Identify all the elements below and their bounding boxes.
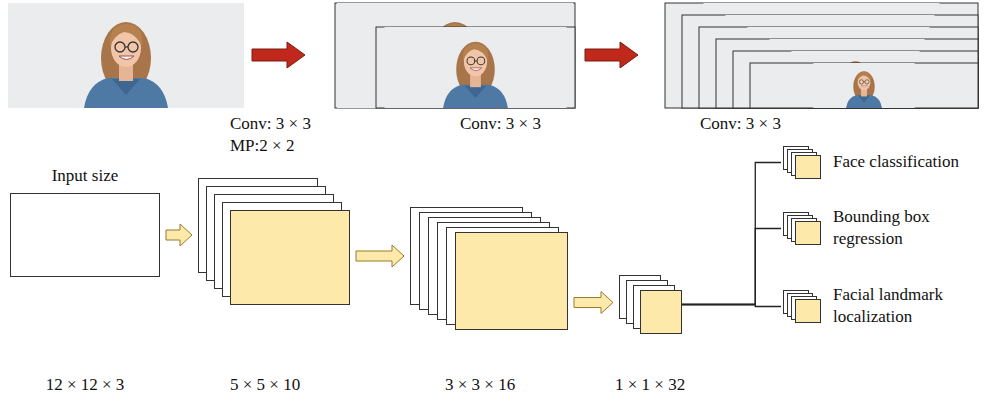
feature-map-stack bbox=[619, 275, 682, 334]
output-node: Face classification bbox=[783, 146, 973, 179]
block-arrow bbox=[356, 245, 404, 267]
dimension-label: 12 × 12 × 3 bbox=[10, 374, 160, 396]
output-label: Facial landmark localization bbox=[833, 284, 973, 328]
input-square bbox=[10, 193, 160, 277]
feature-map-stack bbox=[783, 146, 821, 179]
feature-map-node: Conv: 3 × 3 1 × 1 × 32 bbox=[605, 110, 800, 396]
layer-label: Input size bbox=[10, 165, 160, 187]
feature-map bbox=[455, 232, 568, 330]
dimension-label: 3 × 3 × 16 bbox=[445, 374, 565, 396]
feature-map-stack bbox=[783, 290, 821, 323]
block-arrow bbox=[166, 224, 192, 246]
feature-map bbox=[795, 299, 821, 323]
branch-line bbox=[682, 305, 781, 307]
input-box bbox=[10, 193, 160, 277]
layer-label: Conv: 3 × 3 bbox=[460, 113, 570, 135]
feature-map-node: Conv: 3 × 3 MP:2 × 2 5 × 5 × 10 bbox=[190, 110, 350, 396]
output-node: Facial landmark localization bbox=[783, 290, 973, 328]
feature-map-stack bbox=[410, 207, 568, 330]
output-label: Bounding box regression bbox=[833, 206, 973, 250]
layer-label: Conv: 3 × 3 bbox=[700, 113, 800, 135]
feature-map-node: Conv: 3 × 3 3 × 3 × 16 bbox=[400, 110, 570, 396]
branch-line bbox=[682, 163, 781, 305]
branch-line bbox=[682, 229, 781, 305]
output-node: Bounding box regression bbox=[783, 212, 973, 250]
dimension-label: 1 × 1 × 32 bbox=[615, 374, 735, 396]
feature-map bbox=[795, 221, 821, 245]
feature-map-stack bbox=[783, 212, 821, 245]
feature-map bbox=[795, 155, 821, 179]
block-arrow bbox=[574, 292, 613, 314]
output-label: Face classification bbox=[833, 151, 973, 173]
layer-label: Conv: 3 × 3 MP:2 × 2 bbox=[230, 113, 330, 157]
input-node: Input size 12 × 12 × 3 bbox=[10, 160, 160, 396]
dimension-label: 5 × 5 × 10 bbox=[230, 374, 350, 396]
feature-map bbox=[640, 290, 682, 334]
feature-map-stack bbox=[198, 178, 350, 305]
feature-map bbox=[230, 210, 350, 305]
